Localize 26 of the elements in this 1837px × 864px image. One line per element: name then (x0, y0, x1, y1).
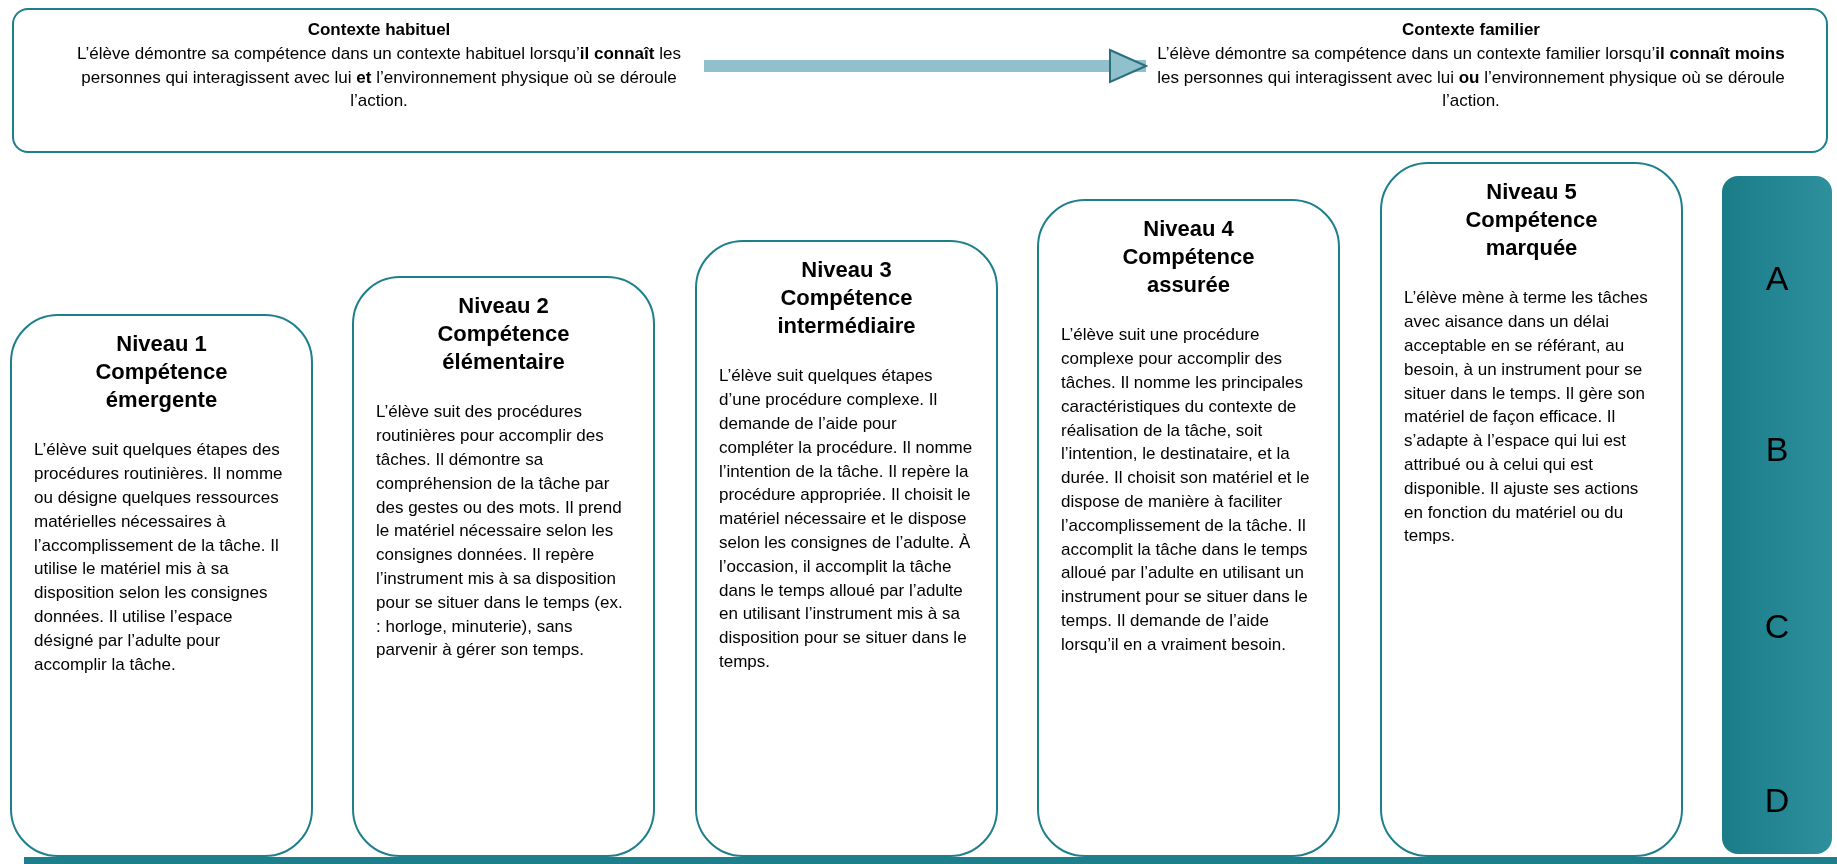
context-panel (12, 8, 1828, 153)
context-description: L’élève démontre sa compétence dans un contexte familier lorsqu’il connaît moins les personnes qui interagissent avec lui ou l’environnement physique où se déroule l’action. (1156, 42, 1786, 113)
level-description: L’élève suit une procédure complexe pour accomplir des tâches. Il nomme les principales caractéristiques du contexte de réalisation de la tâche, soit l’intention, le destinataire, et la durée. Il choisit son matériel et le dispose de manière à faciliter l’accomplissement de la tâche. Il accomplit la tâche dans le temps alloué par l’adulte en utilisant un instrument pour se situer dans le temps. Il demande de l’aide lorsqu’il en a vraiment besoin. (1061, 324, 1311, 656)
level-heading: Niveau 2 Compétence élémentaire (436, 292, 571, 377)
row-letter: B (1764, 429, 1790, 469)
level-heading: Niveau 3 Compétence intermédiaire (776, 256, 917, 341)
level-heading: Niveau 4 Compétence assurée (1121, 215, 1256, 300)
row-letter: A (1764, 258, 1790, 298)
row-letter: D (1763, 780, 1791, 820)
side-bar (1722, 176, 1832, 854)
level-card (1380, 162, 1683, 857)
block-arrow (704, 49, 1147, 83)
level-card (695, 240, 998, 857)
level-card (352, 276, 655, 857)
level-card (10, 314, 313, 857)
level-description: L’élève suit quelques étapes d’une procédure complexe. Il demande de l’aide pour compléter la procédure. Il nomme l’intention de la tâche. Il repère la procédure appropriée. Il choisit le matériel nécessaire et le dispose selon les consignes de l’adulte. À l’occasion, il accomplit la tâche dans le temps alloué par l’adulte en utilisant l’instrument mis à sa disposition pour se situer dans le temps. (719, 365, 974, 674)
level-card (1037, 199, 1340, 857)
level-heading: Niveau 5 Compétence marquée (1464, 178, 1599, 263)
context-description: L’élève démontre sa compétence dans un contexte habituel lorsqu’il connaît les personnes qui interagissent avec lui et l’environnement physique où se déroule l’action. (76, 42, 682, 113)
context-heading: Contexte familier (1401, 19, 1541, 41)
level-description: L’élève suit des procédures routinières pour accomplir des tâches. Il démontre sa compréhension de la tâche par des gestes ou des mots. Il prend le matériel nécessaire selon les consignes données. Il repère l’instrument mis à sa disposition pour se situer dans le temps (ex. : horloge, minuterie), sans parvenir à gérer son temps. (376, 401, 624, 662)
context-heading: Contexte habituel (306, 19, 452, 41)
row-letter: C (1763, 606, 1791, 646)
level-description: L’élève mène à terme les tâches avec aisance dans un délai acceptable en se référant, au besoin, à un instrument pour se situer dans le temps. Il gère son matériel de façon efficace. Il s’adapte à l’espace qui lui est attribué ou à celui qui est disponible. Il ajuste ses actions en fonction du matériel ou du temps. (1404, 287, 1649, 548)
level-description: L’élève suit quelques étapes des procédures routinières. Il nomme ou désigne quelques ressources matérielles nécessaires à l’accomplissement de la tâche. Il utilise le matériel mis à sa disposition selon les consignes données. Il utilise l’espace désigné par l’adulte pour accomplir la tâche. (34, 439, 284, 676)
level-heading: Niveau 1 Compétence émergente (94, 330, 229, 415)
